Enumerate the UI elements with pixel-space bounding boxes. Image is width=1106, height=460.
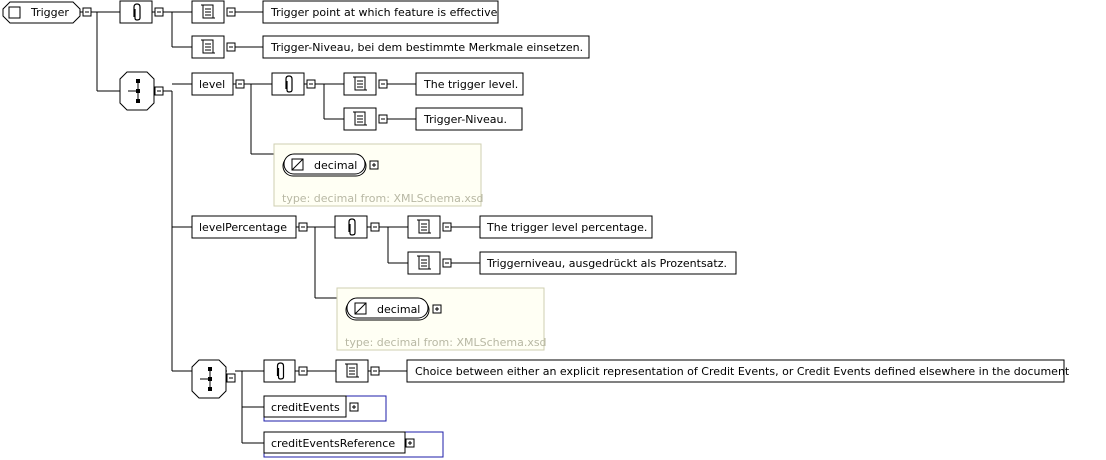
level-annotation-icon xyxy=(271,72,305,96)
svg-text:creditEventsReference: creditEventsReference xyxy=(271,437,395,450)
svg-text:creditEvents: creditEvents xyxy=(271,401,340,414)
collapse-icon[interactable] xyxy=(370,366,380,376)
element-ref-credit-events-reference[interactable]: creditEventsReference xyxy=(263,431,444,458)
simple-type-decimal[interactable] xyxy=(282,153,367,177)
svg-text:Choice between either an expli: Choice between either an explicit repres… xyxy=(415,365,1070,378)
simple-type-decimal[interactable] xyxy=(345,297,430,321)
svg-text:The trigger level percentage.: The trigger level percentage. xyxy=(486,221,647,234)
root-documentation-en: Trigger point at which feature is effect… xyxy=(262,0,499,24)
level-documentation-de: Trigger-Niveau. xyxy=(415,107,523,131)
expand-icon[interactable] xyxy=(369,160,379,170)
expand-icon[interactable] xyxy=(349,402,359,412)
choice-documentation: Choice between either an explicit repres… xyxy=(406,359,1070,383)
level-documentation-en: The trigger level. xyxy=(415,72,524,96)
level-percentage-documentation-en: The trigger level percentage. xyxy=(479,215,653,239)
collapse-icon[interactable] xyxy=(226,373,236,383)
documentation-scroll-icon xyxy=(191,0,225,24)
svg-text:Trigger-Niveau, bei dem bestim: Trigger-Niveau, bei dem bestimmte Merkma… xyxy=(270,41,583,54)
svg-text:The trigger level.: The trigger level. xyxy=(423,78,518,91)
documentation-scroll-icon xyxy=(335,359,369,383)
expand-icon[interactable] xyxy=(432,304,442,314)
collapse-icon[interactable] xyxy=(154,7,164,17)
collapse-icon[interactable] xyxy=(298,222,308,232)
sequence-compositor-icon[interactable] xyxy=(119,71,155,111)
documentation-scroll-icon xyxy=(343,72,377,96)
documentation-scroll-icon xyxy=(407,215,441,239)
documentation-scroll-icon xyxy=(343,107,377,131)
root-element-trigger[interactable]: Trigger xyxy=(2,1,81,24)
level-percentage-annotation-icon xyxy=(334,215,368,239)
choice-compositor-icon[interactable] xyxy=(191,359,227,399)
collapse-icon[interactable] xyxy=(226,7,236,17)
element-ref-credit-events[interactable]: creditEvents xyxy=(263,395,387,422)
element-level-percentage[interactable]: levelPercentage xyxy=(191,215,297,239)
documentation-scroll-icon xyxy=(407,251,441,275)
svg-text:level: level xyxy=(199,78,225,91)
collapse-icon[interactable] xyxy=(298,366,308,376)
connector-lines xyxy=(80,11,480,444)
expand-icon[interactable] xyxy=(405,438,415,448)
documentation-scroll-icon xyxy=(191,35,225,59)
svg-text:levelPercentage: levelPercentage xyxy=(199,221,287,234)
simple-type-label: decimal xyxy=(314,159,357,172)
root-annotation-icon xyxy=(119,0,153,24)
collapse-icon[interactable] xyxy=(154,86,164,96)
collapse-icon[interactable] xyxy=(442,258,452,268)
root-element-label: Trigger xyxy=(30,6,69,19)
collapse-icon[interactable] xyxy=(306,79,316,89)
type-caption: type: decimal from: XMLSchema.xsd xyxy=(282,192,484,205)
element-level[interactable]: level xyxy=(191,72,234,96)
collapse-icon[interactable] xyxy=(235,79,245,89)
collapse-icon[interactable] xyxy=(378,79,388,89)
svg-text:Triggerniveau, ausgedrückt als: Triggerniveau, ausgedrückt als Prozentsa… xyxy=(486,257,727,270)
collapse-icon[interactable] xyxy=(378,114,388,124)
svg-text:Trigger-Niveau.: Trigger-Niveau. xyxy=(423,113,507,126)
svg-text:Trigger point at which feature: Trigger point at which feature is effect… xyxy=(270,6,498,19)
collapse-icon[interactable] xyxy=(226,42,236,52)
simple-type-label: decimal xyxy=(377,303,420,316)
collapse-icon[interactable] xyxy=(82,7,92,17)
level-percentage-documentation-de: Triggerniveau, ausgedrückt als Prozentsa… xyxy=(479,251,737,275)
root-documentation-de: Trigger-Niveau, bei dem bestimmte Merkma… xyxy=(262,35,590,59)
collapse-icon[interactable] xyxy=(442,222,452,232)
choice-annotation-icon xyxy=(263,359,296,383)
element-icon xyxy=(8,6,21,19)
collapse-icon[interactable] xyxy=(370,222,380,232)
type-caption: type: decimal from: XMLSchema.xsd xyxy=(345,336,547,349)
